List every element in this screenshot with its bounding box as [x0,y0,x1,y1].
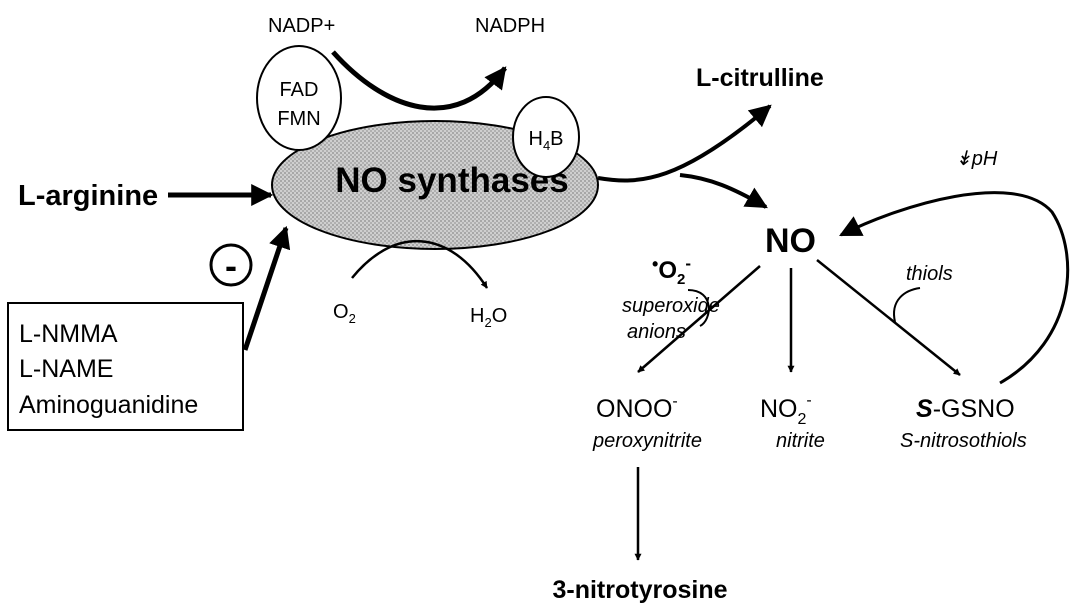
inhibitor-lnmma: L-NMMA [19,320,118,348]
s-nitrosothiols-label: S-nitrosothiols [900,430,1027,452]
inhibition-sign: - [225,245,237,286]
citrulline-arrow [597,104,772,183]
o2-to-h2o-arrow [351,240,489,289]
fad-label: FAD [280,79,319,101]
sgsno-label: S-GSNO [916,395,1015,423]
h2o-label: H2O [470,305,507,330]
no-label: NO [765,222,816,260]
nadp-to-nadph-arrow [331,50,508,111]
nitrite-label: nitrite [776,430,825,452]
nadp-plus-label: NADP+ [268,15,335,37]
peroxynitrite-label: peroxynitrite [592,430,702,452]
no2-label: NO2- [760,392,812,428]
anions-label: anions [627,321,686,343]
no-to-peroxynitrite-arrow [637,265,761,373]
inhibitor-aminoguanidine: Aminoguanidine [19,391,198,419]
inhibitor-arrow [242,225,291,351]
inhibitors-box [7,302,244,431]
nos-to-no-arrow [679,173,768,209]
superoxide-symbol: •O2- [652,254,691,288]
thiols-hook [893,287,921,323]
ph-label: ↡pH [955,148,998,170]
l-arginine-label: L-arginine [18,180,158,212]
nadph-label: NADPH [475,15,545,37]
ph-feedback-arrow [839,191,1070,385]
nitrotyrosine-label: 3-nitrotyrosine [552,576,727,604]
fmn-label: FMN [277,108,320,130]
h4b-circle [512,96,580,178]
thiols-label: thiols [906,263,953,285]
inhibitor-lname: L-NAME [19,355,113,383]
h4b-label: H4B [528,128,563,153]
onoo-label: ONOO- [596,393,678,423]
l-citrulline-label: L-citrulline [696,64,824,92]
superoxide-label: superoxide [622,295,720,317]
inhibition-circle [209,243,253,287]
no-to-sgsno-arrow [816,259,961,376]
superoxide-hook [687,289,710,327]
o2-label: O2 [333,301,356,326]
fad-fmn-circle [256,45,342,151]
